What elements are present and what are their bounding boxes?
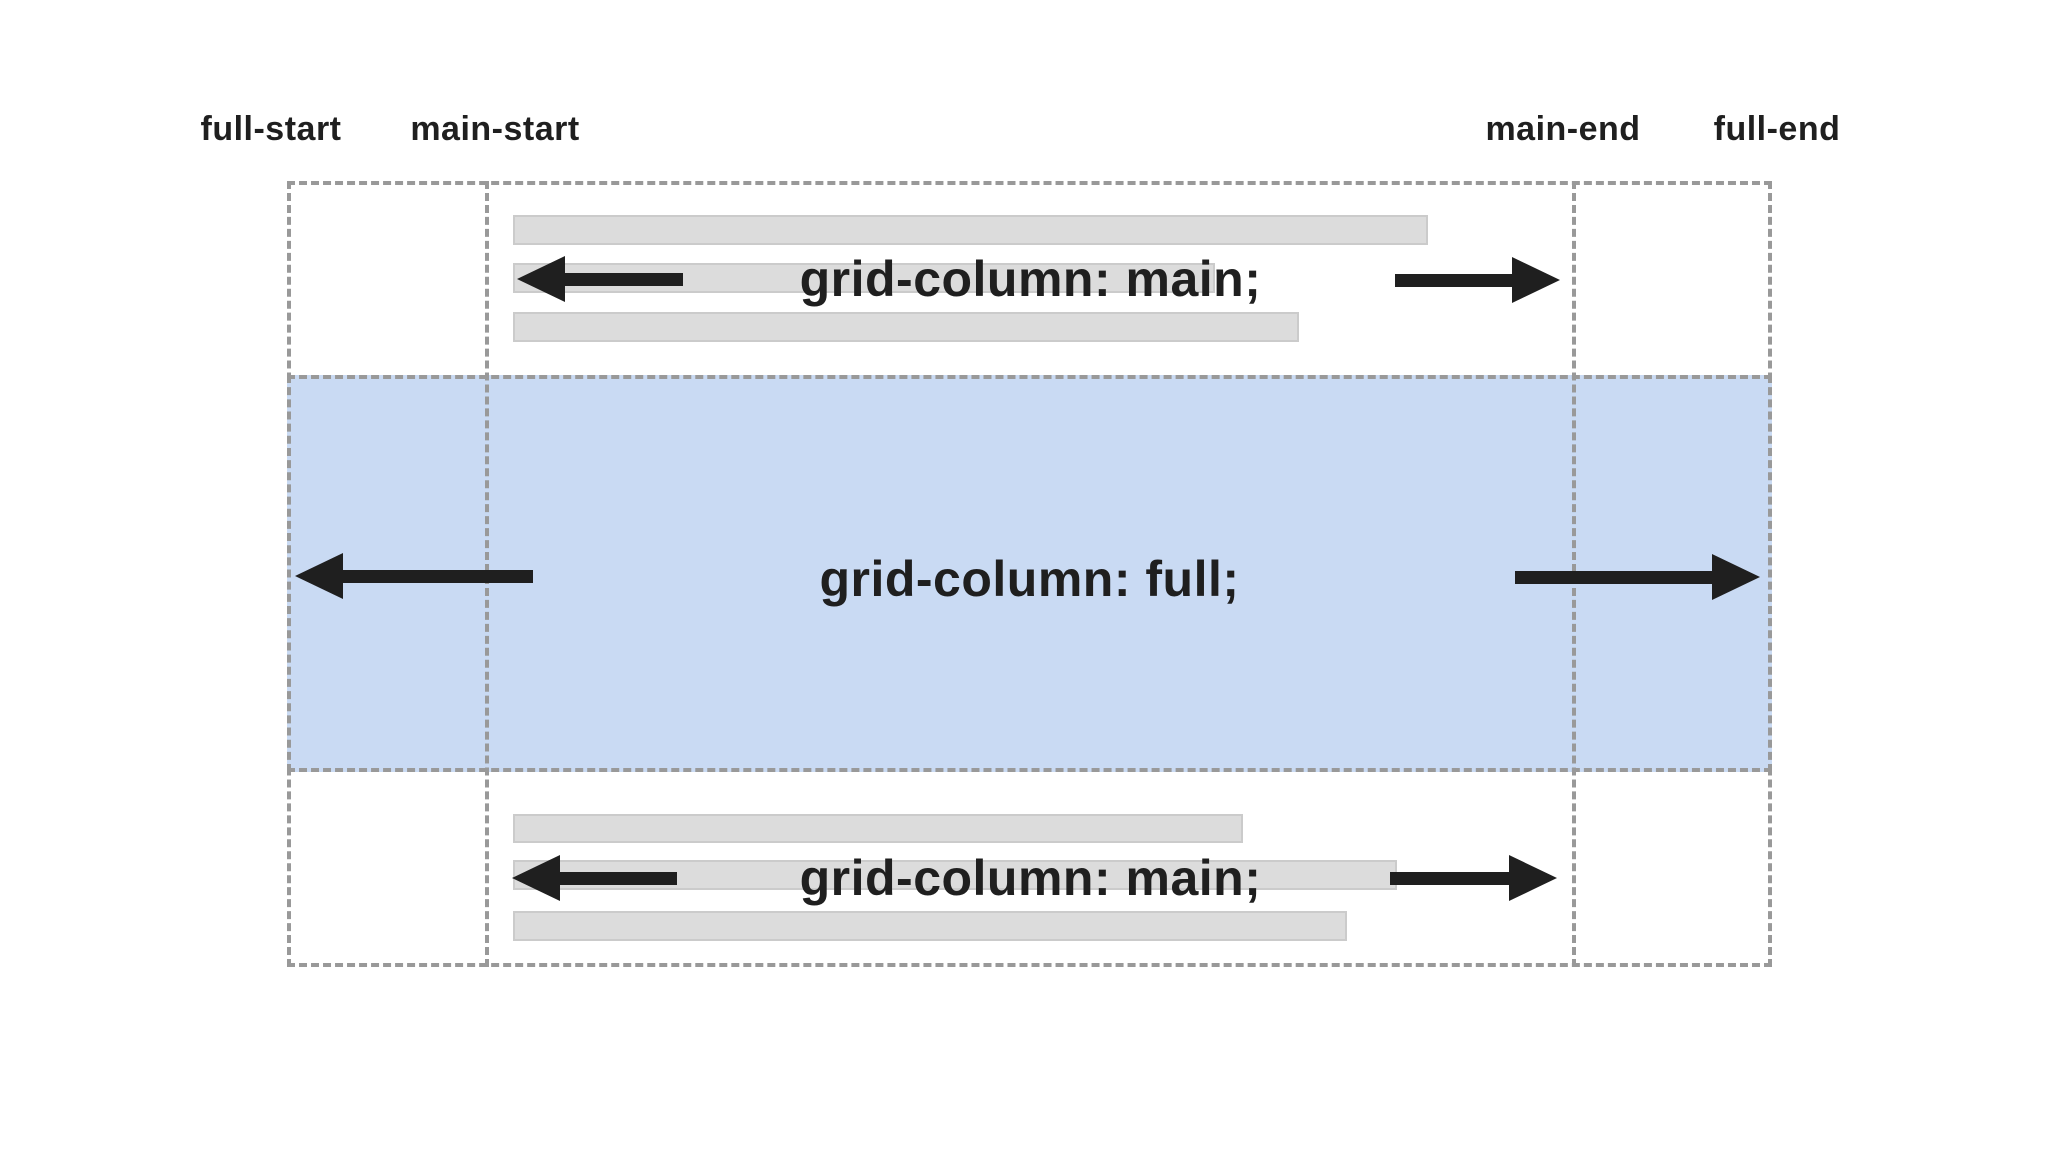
arrow-shaft bbox=[1395, 273, 1512, 287]
right-arrowhead-icon bbox=[1712, 554, 1760, 600]
placeholder-text-bar bbox=[513, 860, 1397, 890]
left-arrow-icon bbox=[517, 256, 683, 302]
left-arrowhead-icon bbox=[512, 855, 560, 901]
code-caption-full: grid-column: full; bbox=[819, 551, 1240, 607]
left-arrowhead-icon bbox=[517, 256, 565, 302]
left-arrowhead-icon bbox=[295, 553, 343, 599]
placeholder-text-bar bbox=[513, 911, 1347, 941]
placeholder-text-bar bbox=[513, 215, 1428, 245]
right-arrow-icon bbox=[1395, 257, 1560, 303]
right-arrow-icon bbox=[1390, 855, 1557, 901]
arrow-shaft bbox=[1515, 570, 1712, 584]
left-arrow-icon bbox=[295, 553, 533, 599]
right-arrowhead-icon bbox=[1512, 257, 1560, 303]
left-arrow-icon bbox=[512, 855, 677, 901]
right-arrow-icon bbox=[1515, 554, 1760, 600]
arrow-shaft bbox=[343, 569, 533, 583]
arrow-shaft bbox=[565, 272, 683, 286]
arrow-shaft bbox=[560, 871, 677, 885]
placeholder-text-bar bbox=[513, 814, 1243, 843]
grid-line-label-main-end: main-end bbox=[1485, 110, 1641, 148]
arrow-shaft bbox=[1390, 871, 1509, 885]
placeholder-text-bar bbox=[513, 312, 1299, 342]
code-caption-main-top: grid-column: main; bbox=[799, 251, 1262, 307]
grid-line-label-main-start: main-start bbox=[410, 110, 580, 148]
grid-line-label-full-start: full-start bbox=[200, 110, 342, 148]
code-caption-main-bottom: grid-column: main; bbox=[799, 850, 1262, 906]
grid-line-label-full-end: full-end bbox=[1713, 110, 1841, 148]
right-arrowhead-icon bbox=[1509, 855, 1557, 901]
